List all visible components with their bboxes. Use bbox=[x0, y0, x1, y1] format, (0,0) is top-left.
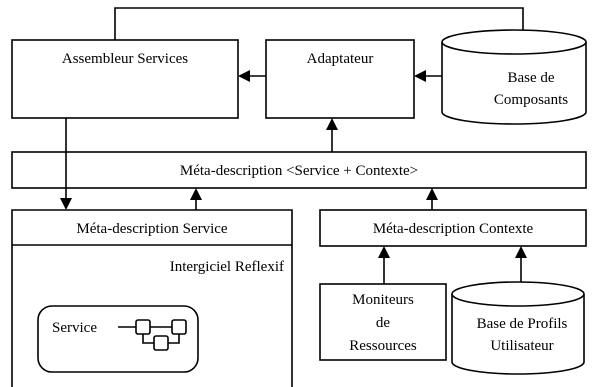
arrowhead-up-global-from-service bbox=[190, 188, 202, 200]
meta-description-global-label: Méta-description <Service + Contexte> bbox=[180, 163, 418, 179]
intergiciel-label: Intergiciel Reflexif bbox=[170, 259, 284, 275]
intergiciel-container bbox=[11, 209, 293, 387]
moniteurs-label-2: de bbox=[376, 315, 391, 331]
meta-description-contexte-box bbox=[319, 209, 587, 247]
meta-description-service-label: Méta-description Service bbox=[76, 221, 228, 237]
base-composants-label-2: Composants bbox=[494, 92, 568, 108]
base-profils-label-2: Utilisateur bbox=[490, 338, 553, 354]
service-label: Service bbox=[52, 320, 97, 336]
adaptateur-box bbox=[265, 39, 415, 119]
arrowhead-up-contexte-from-profils bbox=[515, 246, 527, 258]
base-profils-cylinder bbox=[451, 281, 585, 375]
base-composants-label-1: Base de bbox=[507, 70, 554, 86]
arrowhead-into-assembleur bbox=[238, 70, 250, 82]
service-box bbox=[37, 305, 199, 373]
arrowhead-up-global-from-contexte bbox=[426, 188, 438, 200]
workflow-icon bbox=[118, 319, 187, 351]
meta-description-contexte-label: Méta-description Contexte bbox=[373, 221, 534, 237]
arrowhead-into-adaptateur bbox=[414, 70, 426, 82]
assembleur-services-label: Assembleur Services bbox=[62, 51, 188, 67]
base-composants-cylinder bbox=[441, 29, 587, 125]
moniteurs-label-1: Moniteurs bbox=[352, 292, 414, 308]
arrowhead-up-contexte-from-moniteurs bbox=[378, 246, 390, 258]
adaptateur-label: Adaptateur bbox=[307, 51, 374, 67]
meta-description-global-box bbox=[11, 151, 587, 189]
moniteurs-label-3: Ressources bbox=[349, 338, 417, 354]
moniteurs-ressources-box bbox=[319, 283, 447, 361]
base-profils-label-1: Base de Profils bbox=[477, 316, 568, 332]
arrowhead-down-meta-service bbox=[60, 198, 72, 210]
arrowhead-up-adaptateur bbox=[326, 118, 338, 130]
connector-base-to-assembleur bbox=[114, 7, 524, 42]
assembleur-services-box bbox=[11, 39, 239, 119]
